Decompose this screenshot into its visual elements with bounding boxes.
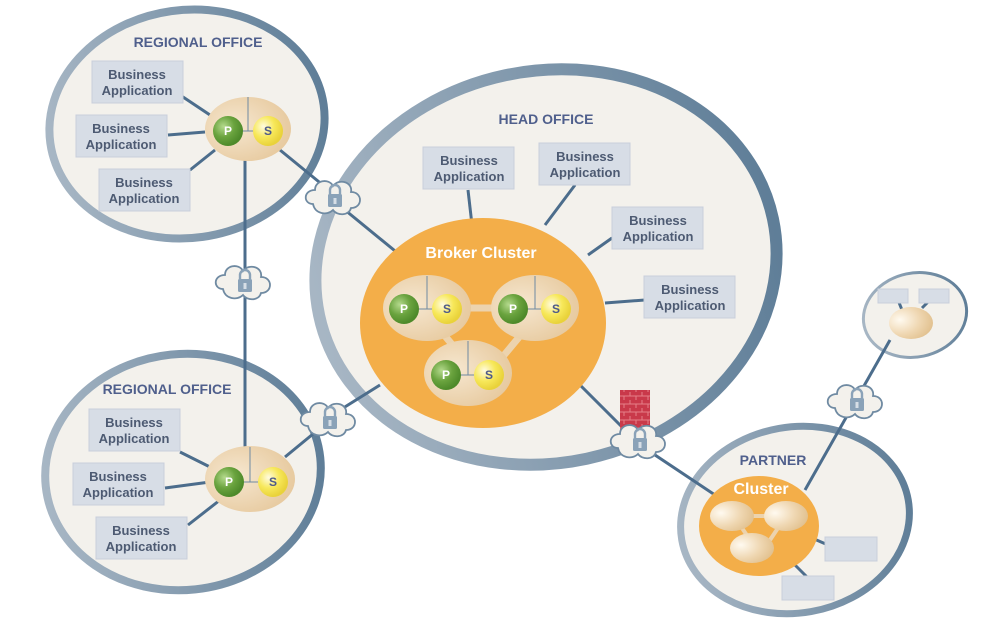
svg-text:Application: Application bbox=[99, 431, 170, 446]
partner-broker-node bbox=[710, 501, 754, 531]
remote-broker-node[interactable] bbox=[889, 307, 933, 339]
primary-broker-icon bbox=[389, 294, 419, 324]
svg-text:Business: Business bbox=[629, 213, 687, 228]
secure-cloud-lock-icon bbox=[826, 383, 884, 420]
partner-broker-node bbox=[764, 501, 808, 531]
svg-text:S: S bbox=[269, 475, 277, 489]
business-application[interactable]: Business Application bbox=[422, 146, 515, 190]
svg-text:Application: Application bbox=[106, 539, 177, 554]
broker-pair[interactable]: P S bbox=[205, 446, 295, 512]
broker-pair[interactable]: P S bbox=[205, 97, 291, 161]
regional-office-title: REGIONAL OFFICE bbox=[103, 381, 232, 397]
svg-text:P: P bbox=[225, 475, 233, 489]
svg-text:Application: Application bbox=[550, 165, 621, 180]
business-application[interactable]: Business Application bbox=[88, 408, 181, 452]
svg-text:Application: Application bbox=[102, 83, 173, 98]
svg-text:Business: Business bbox=[115, 175, 173, 190]
business-application[interactable]: Business Application bbox=[611, 206, 704, 250]
svg-text:Business: Business bbox=[440, 153, 498, 168]
primary-broker-icon bbox=[431, 360, 461, 390]
svg-text:P: P bbox=[400, 302, 408, 316]
svg-text:Business: Business bbox=[112, 523, 170, 538]
svg-text:S: S bbox=[443, 302, 451, 316]
svg-text:S: S bbox=[485, 368, 493, 382]
firewall-icon bbox=[620, 390, 650, 430]
svg-text:Application: Application bbox=[83, 485, 154, 500]
secondary-broker-icon bbox=[474, 360, 504, 390]
business-application[interactable]: Business Application bbox=[75, 114, 168, 158]
broker-pair[interactable]: P S bbox=[383, 275, 471, 341]
remote-application[interactable] bbox=[877, 288, 909, 304]
svg-text:Business: Business bbox=[556, 149, 614, 164]
business-application[interactable]: Business Application bbox=[538, 142, 631, 186]
secondary-broker-icon bbox=[541, 294, 571, 324]
business-application[interactable]: Business Application bbox=[643, 275, 736, 319]
secure-cloud-lock-icon bbox=[214, 264, 272, 301]
primary-broker-icon bbox=[213, 116, 243, 146]
svg-text:Application: Application bbox=[86, 137, 157, 152]
remote-application[interactable] bbox=[918, 288, 950, 304]
broker-pair[interactable]: P S bbox=[424, 340, 512, 406]
svg-text:Business: Business bbox=[92, 121, 150, 136]
regional-office-title: REGIONAL OFFICE bbox=[134, 34, 263, 50]
svg-text:Business: Business bbox=[108, 67, 166, 82]
business-application[interactable]: Business Application bbox=[91, 60, 184, 104]
svg-text:Application: Application bbox=[623, 229, 694, 244]
svg-text:Business: Business bbox=[89, 469, 147, 484]
business-application[interactable]: Business Application bbox=[72, 462, 165, 506]
svg-text:P: P bbox=[442, 368, 450, 382]
broker-pair[interactable]: P S bbox=[491, 275, 579, 341]
partner-cluster-label: Cluster bbox=[733, 481, 788, 498]
partner-application[interactable] bbox=[781, 575, 835, 601]
secondary-broker-icon bbox=[253, 116, 283, 146]
svg-text:Business: Business bbox=[105, 415, 163, 430]
svg-text:S: S bbox=[264, 124, 272, 138]
svg-text:Business: Business bbox=[661, 282, 719, 297]
partner-cluster[interactable]: Cluster bbox=[699, 476, 819, 576]
secondary-broker-icon bbox=[258, 467, 288, 497]
head-office-title: HEAD OFFICE bbox=[499, 111, 594, 127]
primary-broker-icon bbox=[498, 294, 528, 324]
partner-application[interactable] bbox=[824, 536, 878, 562]
broker-cluster[interactable]: Broker Cluster P S P S P S bbox=[360, 218, 606, 428]
business-application[interactable]: Business Application bbox=[98, 168, 191, 212]
svg-text:Application: Application bbox=[655, 298, 726, 313]
svg-text:Application: Application bbox=[434, 169, 505, 184]
svg-text:Application: Application bbox=[109, 191, 180, 206]
business-application[interactable]: Business Application bbox=[95, 516, 188, 560]
partner-broker-node bbox=[730, 533, 774, 563]
broker-cluster-label: Broker Cluster bbox=[425, 245, 536, 262]
partner-title: PARTNER bbox=[740, 452, 807, 468]
secondary-broker-icon bbox=[432, 294, 462, 324]
svg-text:S: S bbox=[552, 302, 560, 316]
svg-text:P: P bbox=[509, 302, 517, 316]
primary-broker-icon bbox=[214, 467, 244, 497]
svg-text:P: P bbox=[224, 124, 232, 138]
